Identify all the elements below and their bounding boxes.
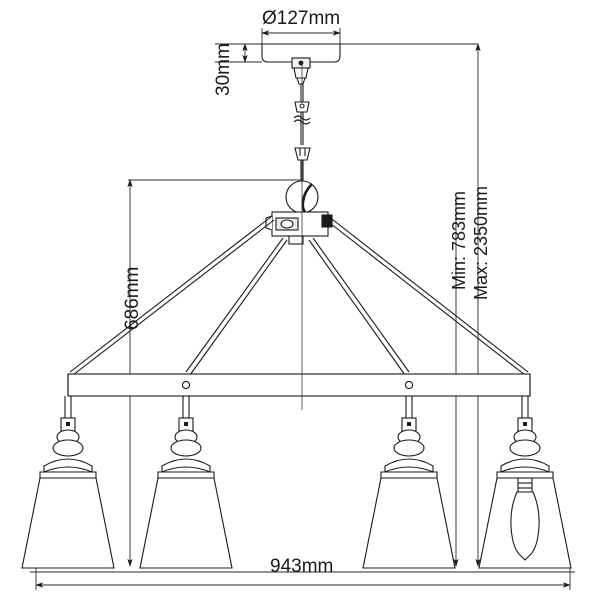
lamp-assembly-3: [362, 396, 456, 569]
lamp-assembly-1: [21, 396, 115, 569]
dimension-label-canopy-diameter: Ø127mm: [262, 8, 341, 29]
dimension-label-overall-width: 943mm: [270, 556, 334, 577]
lamp-assembly-2: [139, 396, 233, 569]
lamp-assembly-4: [478, 396, 572, 569]
dimension-label-min-height: Min: 783mm: [449, 190, 469, 290]
dimension-label-max-height: Max: 2350mm: [471, 185, 491, 300]
edison-bulb: [510, 477, 540, 561]
dimension-label-drop-to-bar: 686mm: [122, 266, 143, 330]
center-hub: [265, 211, 333, 245]
ceiling-canopy: [261, 43, 341, 63]
dimension-label-canopy-height: 30mm: [213, 43, 234, 96]
support-rods: [69, 215, 529, 376]
suspension-cable: [291, 57, 311, 186]
horizontal-crossbar: [67, 373, 531, 397]
